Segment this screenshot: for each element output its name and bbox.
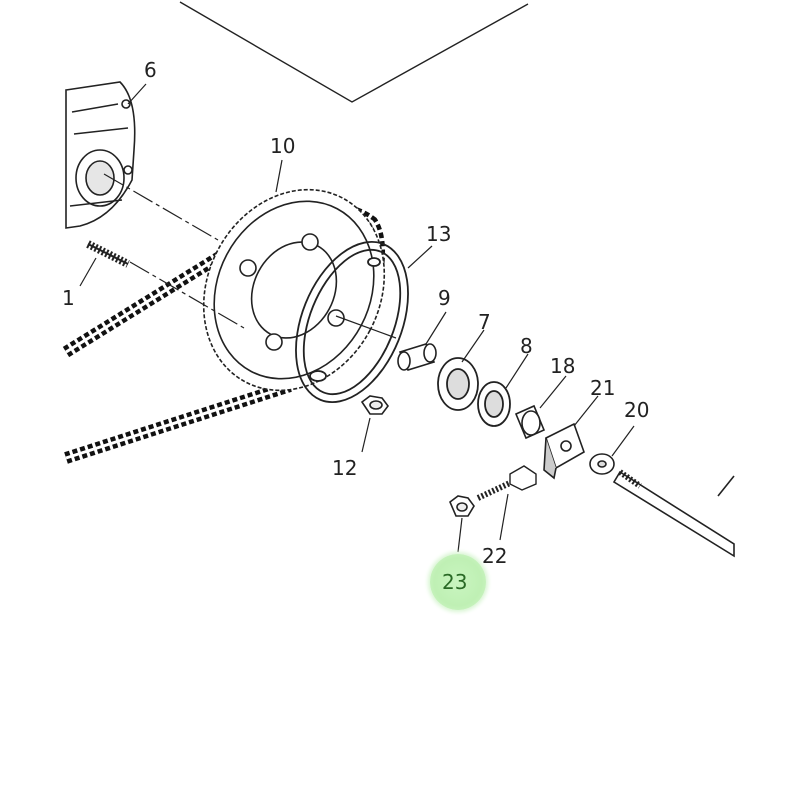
callout-12: 12 — [332, 456, 358, 480]
callout-9: 9 — [438, 286, 451, 310]
bearing-part-7 — [437, 357, 479, 411]
bolt-part-22 — [476, 465, 537, 501]
highlight-circle — [430, 554, 486, 610]
axle-part — [612, 469, 735, 558]
nut-part-12 — [360, 395, 389, 415]
callout-10: 10 — [270, 134, 296, 158]
rear-sprocket-part — [202, 188, 386, 392]
frame-outline — [179, 1, 529, 103]
nut-part-23 — [449, 495, 475, 517]
washer-part-20 — [589, 453, 615, 475]
collar-part-9 — [397, 343, 437, 371]
callout-1: 1 — [62, 286, 75, 310]
stud-bolt-part — [86, 240, 130, 268]
oil-seal-part-8 — [477, 381, 511, 427]
sprocket-guard-part — [295, 240, 409, 404]
callout-8: 8 — [520, 334, 533, 358]
collar-part-18 — [514, 404, 546, 440]
callout-7: 7 — [478, 310, 491, 334]
callout-18: 18 — [550, 354, 576, 378]
callout-21: 21 — [590, 376, 616, 400]
callout-23-highlighted[interactable]: 23 — [442, 570, 468, 594]
callout-leader-lines — [79, 83, 635, 553]
callout-20: 20 — [624, 398, 650, 422]
chain-adjuster-part-21 — [543, 422, 585, 480]
wheel-hub-part — [65, 81, 136, 229]
callout-6: 6 — [144, 58, 157, 82]
callout-22: 22 — [482, 544, 508, 568]
callout-13: 13 — [426, 222, 452, 246]
